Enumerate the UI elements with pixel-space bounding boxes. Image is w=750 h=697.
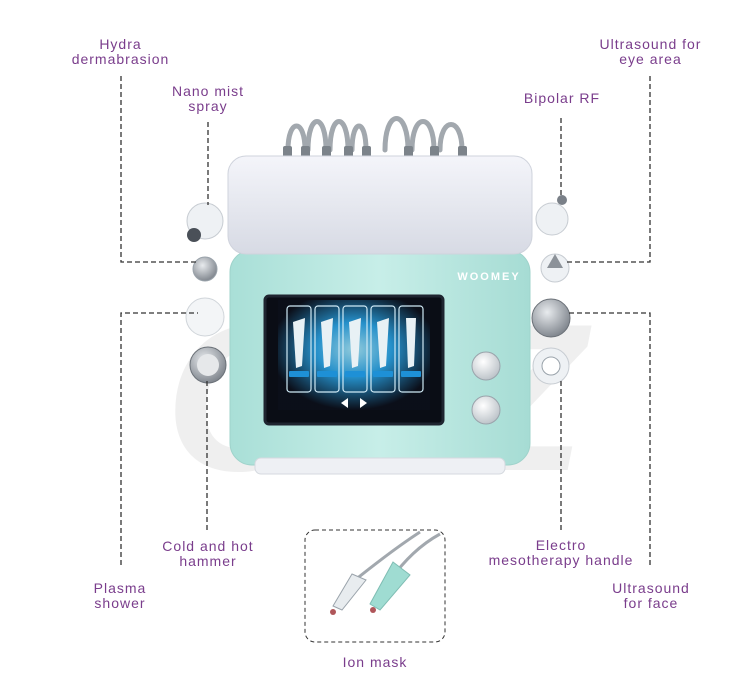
screen-tab-buttons bbox=[289, 371, 421, 377]
next-arrow-icon[interactable] bbox=[360, 398, 367, 408]
prev-arrow-icon[interactable] bbox=[341, 398, 348, 408]
label-ion-mask: Ion mask bbox=[342, 654, 408, 670]
control-knobs[interactable] bbox=[471, 351, 501, 425]
top-cables bbox=[285, 116, 465, 153]
screen-handpiece-cards bbox=[286, 305, 424, 393]
screen-handpieces bbox=[293, 318, 416, 368]
touch-screen[interactable] bbox=[263, 294, 445, 426]
right-handpieces bbox=[531, 195, 571, 385]
cable-connectors bbox=[283, 146, 467, 158]
leader-lines bbox=[120, 76, 651, 565]
brand-logo: WOOMEY bbox=[457, 271, 520, 283]
left-handpieces bbox=[185, 202, 227, 384]
ion-mask-box bbox=[304, 529, 446, 643]
label-bipolar-rf: Bipolar RF bbox=[523, 90, 601, 106]
